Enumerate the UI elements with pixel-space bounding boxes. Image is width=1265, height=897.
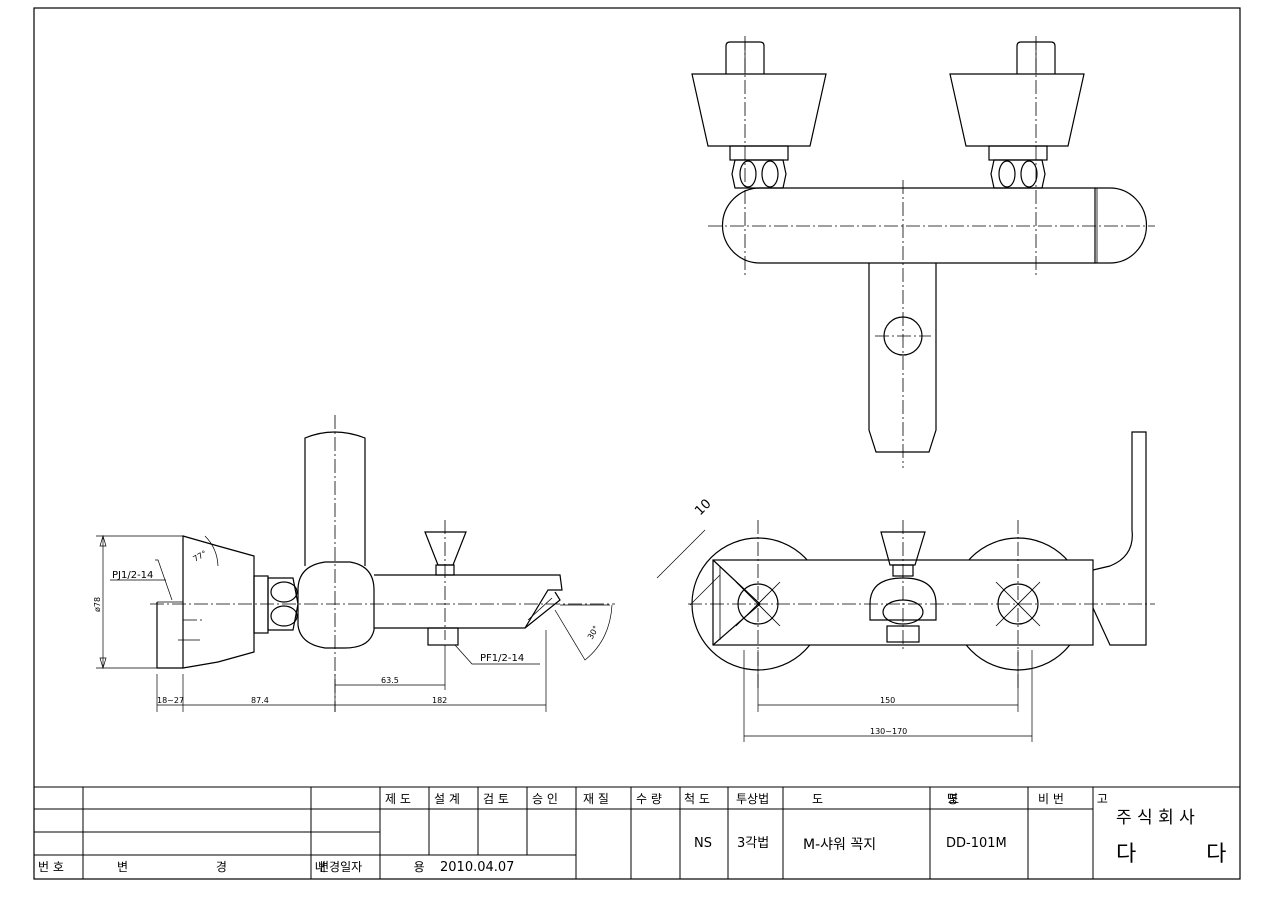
dim-130-170: 130~170 <box>870 727 907 736</box>
dim-10: 10 <box>692 497 714 519</box>
tb-content-label: 변 경 내 용 <box>117 860 467 874</box>
tb-header-projection: 투상법 <box>736 792 769 806</box>
tb-header-scale: 척 도 <box>684 792 710 806</box>
dim-150: 150 <box>880 696 895 705</box>
title-block <box>34 786 1240 879</box>
tb-header-review: 검 토 <box>483 792 509 806</box>
tb-company-line1: 주 식 회 사 <box>1116 808 1195 828</box>
tb-header-number: 도 번 <box>948 792 1109 806</box>
sheet-border <box>33 7 1241 880</box>
tb-name-value: M-샤워 꼭지 <box>803 837 876 853</box>
dim-angle-30: 30° <box>586 624 601 641</box>
dim-thread-top: PJ1/2-14 <box>112 570 153 581</box>
dim-182: 182 <box>432 696 447 705</box>
tb-header-remarks: 비 고 <box>1038 792 1130 806</box>
dim-18-27: 18~27 <box>157 696 184 705</box>
top-view <box>691 36 1155 468</box>
front-view <box>656 431 1155 742</box>
dim-63-5: 63.5 <box>381 676 399 685</box>
tb-header-name: 도 명 <box>812 792 1018 806</box>
tb-header-material: 재 질 <box>583 792 609 806</box>
tb-date-label: 변경일자 <box>318 860 362 874</box>
tb-header-approve: 승 인 <box>532 792 558 806</box>
tb-header-design: 설 계 <box>434 792 460 806</box>
dim-thread-bottom: PF1/2-14 <box>480 653 524 664</box>
side-view <box>96 415 615 712</box>
tb-header-qty: 수 량 <box>636 792 662 806</box>
dim-87-4: 87.4 <box>251 696 269 705</box>
dim-dia-78: ø78 <box>93 597 102 612</box>
tb-scale-value: NS <box>694 836 712 851</box>
tb-company-line2: 다 다 <box>1116 842 1226 867</box>
tb-no-label: 번 호 <box>38 860 64 874</box>
tb-header-draft: 제 도 <box>385 792 411 806</box>
dim-angle-77: 77° <box>192 549 209 564</box>
tb-number-value: DD-101M <box>946 836 1007 851</box>
tb-date-value: 2010.04.07 <box>440 860 514 875</box>
tb-projection-value: 3각법 <box>737 836 769 851</box>
